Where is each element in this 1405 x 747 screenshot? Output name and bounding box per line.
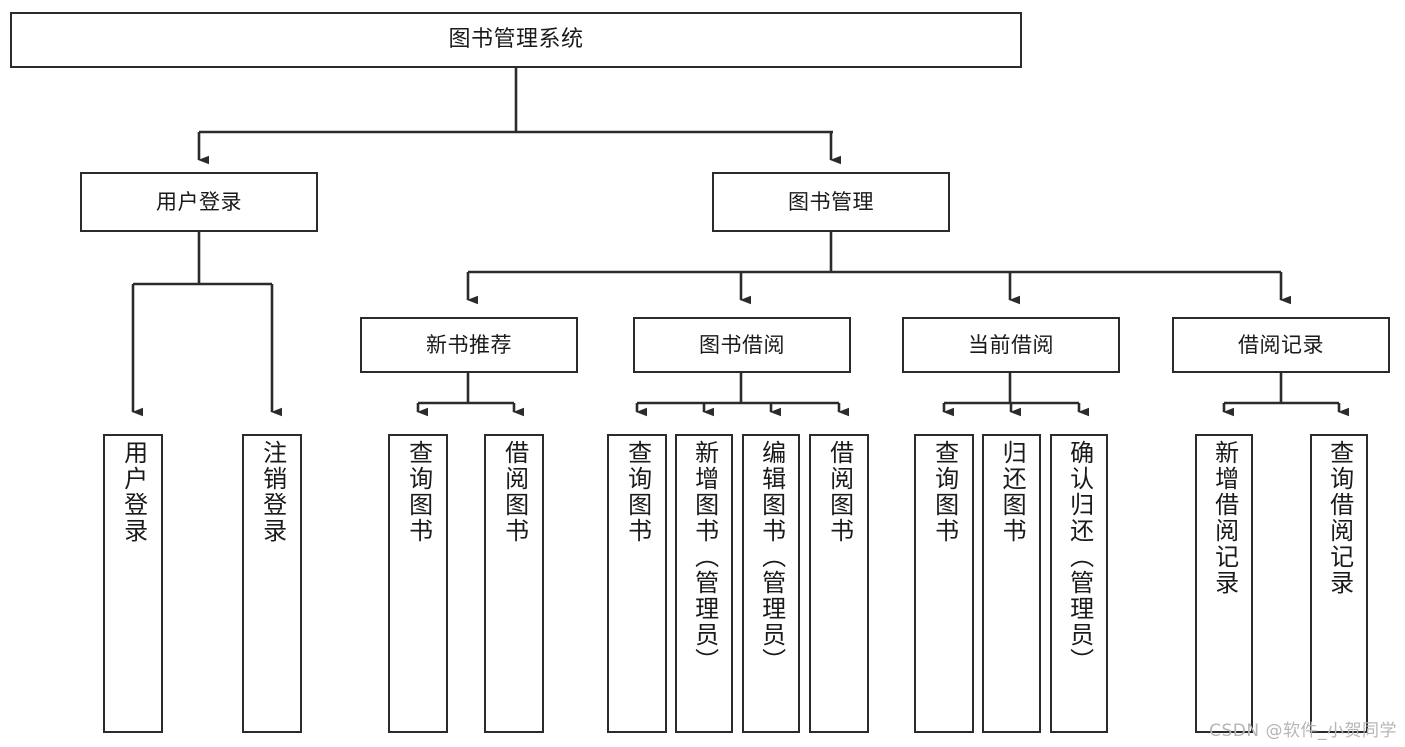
node-root[interactable]: 图书管理系统 <box>10 12 1022 68</box>
node-leaf-return-book-label: 归还图书 <box>998 440 1027 544</box>
node-borrow-record-label: 借阅记录 <box>1238 332 1324 357</box>
node-user-login-label: 用户登录 <box>156 189 242 214</box>
node-new-book-rec-label: 新书推荐 <box>426 332 512 357</box>
node-leaf-confirm-return[interactable]: 确认归还（管理员） <box>1050 434 1108 733</box>
node-leaf-user-login[interactable]: 用户登录 <box>103 434 163 733</box>
node-leaf-query-book-3-label: 查询图书 <box>930 440 959 544</box>
node-leaf-borrow-book-2[interactable]: 借阅图书 <box>809 434 869 733</box>
node-book-manage-label: 图书管理 <box>788 189 874 214</box>
node-current-borrow[interactable]: 当前借阅 <box>902 317 1120 373</box>
node-current-borrow-label: 当前借阅 <box>968 332 1054 357</box>
node-new-book-rec[interactable]: 新书推荐 <box>360 317 578 373</box>
node-leaf-logout[interactable]: 注销登录 <box>242 434 302 733</box>
node-book-borrow-label: 图书借阅 <box>699 332 785 357</box>
node-leaf-return-book[interactable]: 归还图书 <box>982 434 1041 733</box>
node-root-label: 图书管理系统 <box>448 27 584 53</box>
node-leaf-edit-book[interactable]: 编辑图书（管理员） <box>742 434 800 733</box>
node-leaf-user-login-label: 用户登录 <box>119 440 148 544</box>
node-leaf-logout-label: 注销登录 <box>258 440 287 544</box>
node-leaf-query-book-1-label: 查询图书 <box>404 440 433 544</box>
node-leaf-query-book-2[interactable]: 查询图书 <box>607 434 667 733</box>
node-leaf-borrow-book-1[interactable]: 借阅图书 <box>484 434 544 733</box>
node-leaf-borrow-book-2-label: 借阅图书 <box>825 440 854 544</box>
watermark: CSDN @软件_小贺同学 <box>1209 721 1397 741</box>
node-leaf-query-book-1[interactable]: 查询图书 <box>388 434 448 733</box>
node-leaf-edit-book-label: 编辑图书（管理员） <box>757 440 786 674</box>
node-leaf-query-book-2-label: 查询图书 <box>623 440 652 544</box>
node-leaf-add-book-label: 新增图书（管理员） <box>690 440 719 674</box>
node-borrow-record[interactable]: 借阅记录 <box>1172 317 1390 373</box>
node-book-borrow[interactable]: 图书借阅 <box>633 317 851 373</box>
node-leaf-query-book-3[interactable]: 查询图书 <box>914 434 974 733</box>
node-leaf-add-record[interactable]: 新增借阅记录 <box>1195 434 1253 733</box>
node-leaf-query-record-label: 查询借阅记录 <box>1325 440 1354 596</box>
node-leaf-add-book[interactable]: 新增图书（管理员） <box>675 434 733 733</box>
node-leaf-confirm-return-label: 确认归还（管理员） <box>1065 440 1094 674</box>
node-leaf-add-record-label: 新增借阅记录 <box>1210 440 1239 596</box>
node-leaf-borrow-book-1-label: 借阅图书 <box>500 440 529 544</box>
node-book-manage[interactable]: 图书管理 <box>712 172 950 232</box>
node-leaf-query-record[interactable]: 查询借阅记录 <box>1310 434 1368 733</box>
node-user-login[interactable]: 用户登录 <box>80 172 318 232</box>
